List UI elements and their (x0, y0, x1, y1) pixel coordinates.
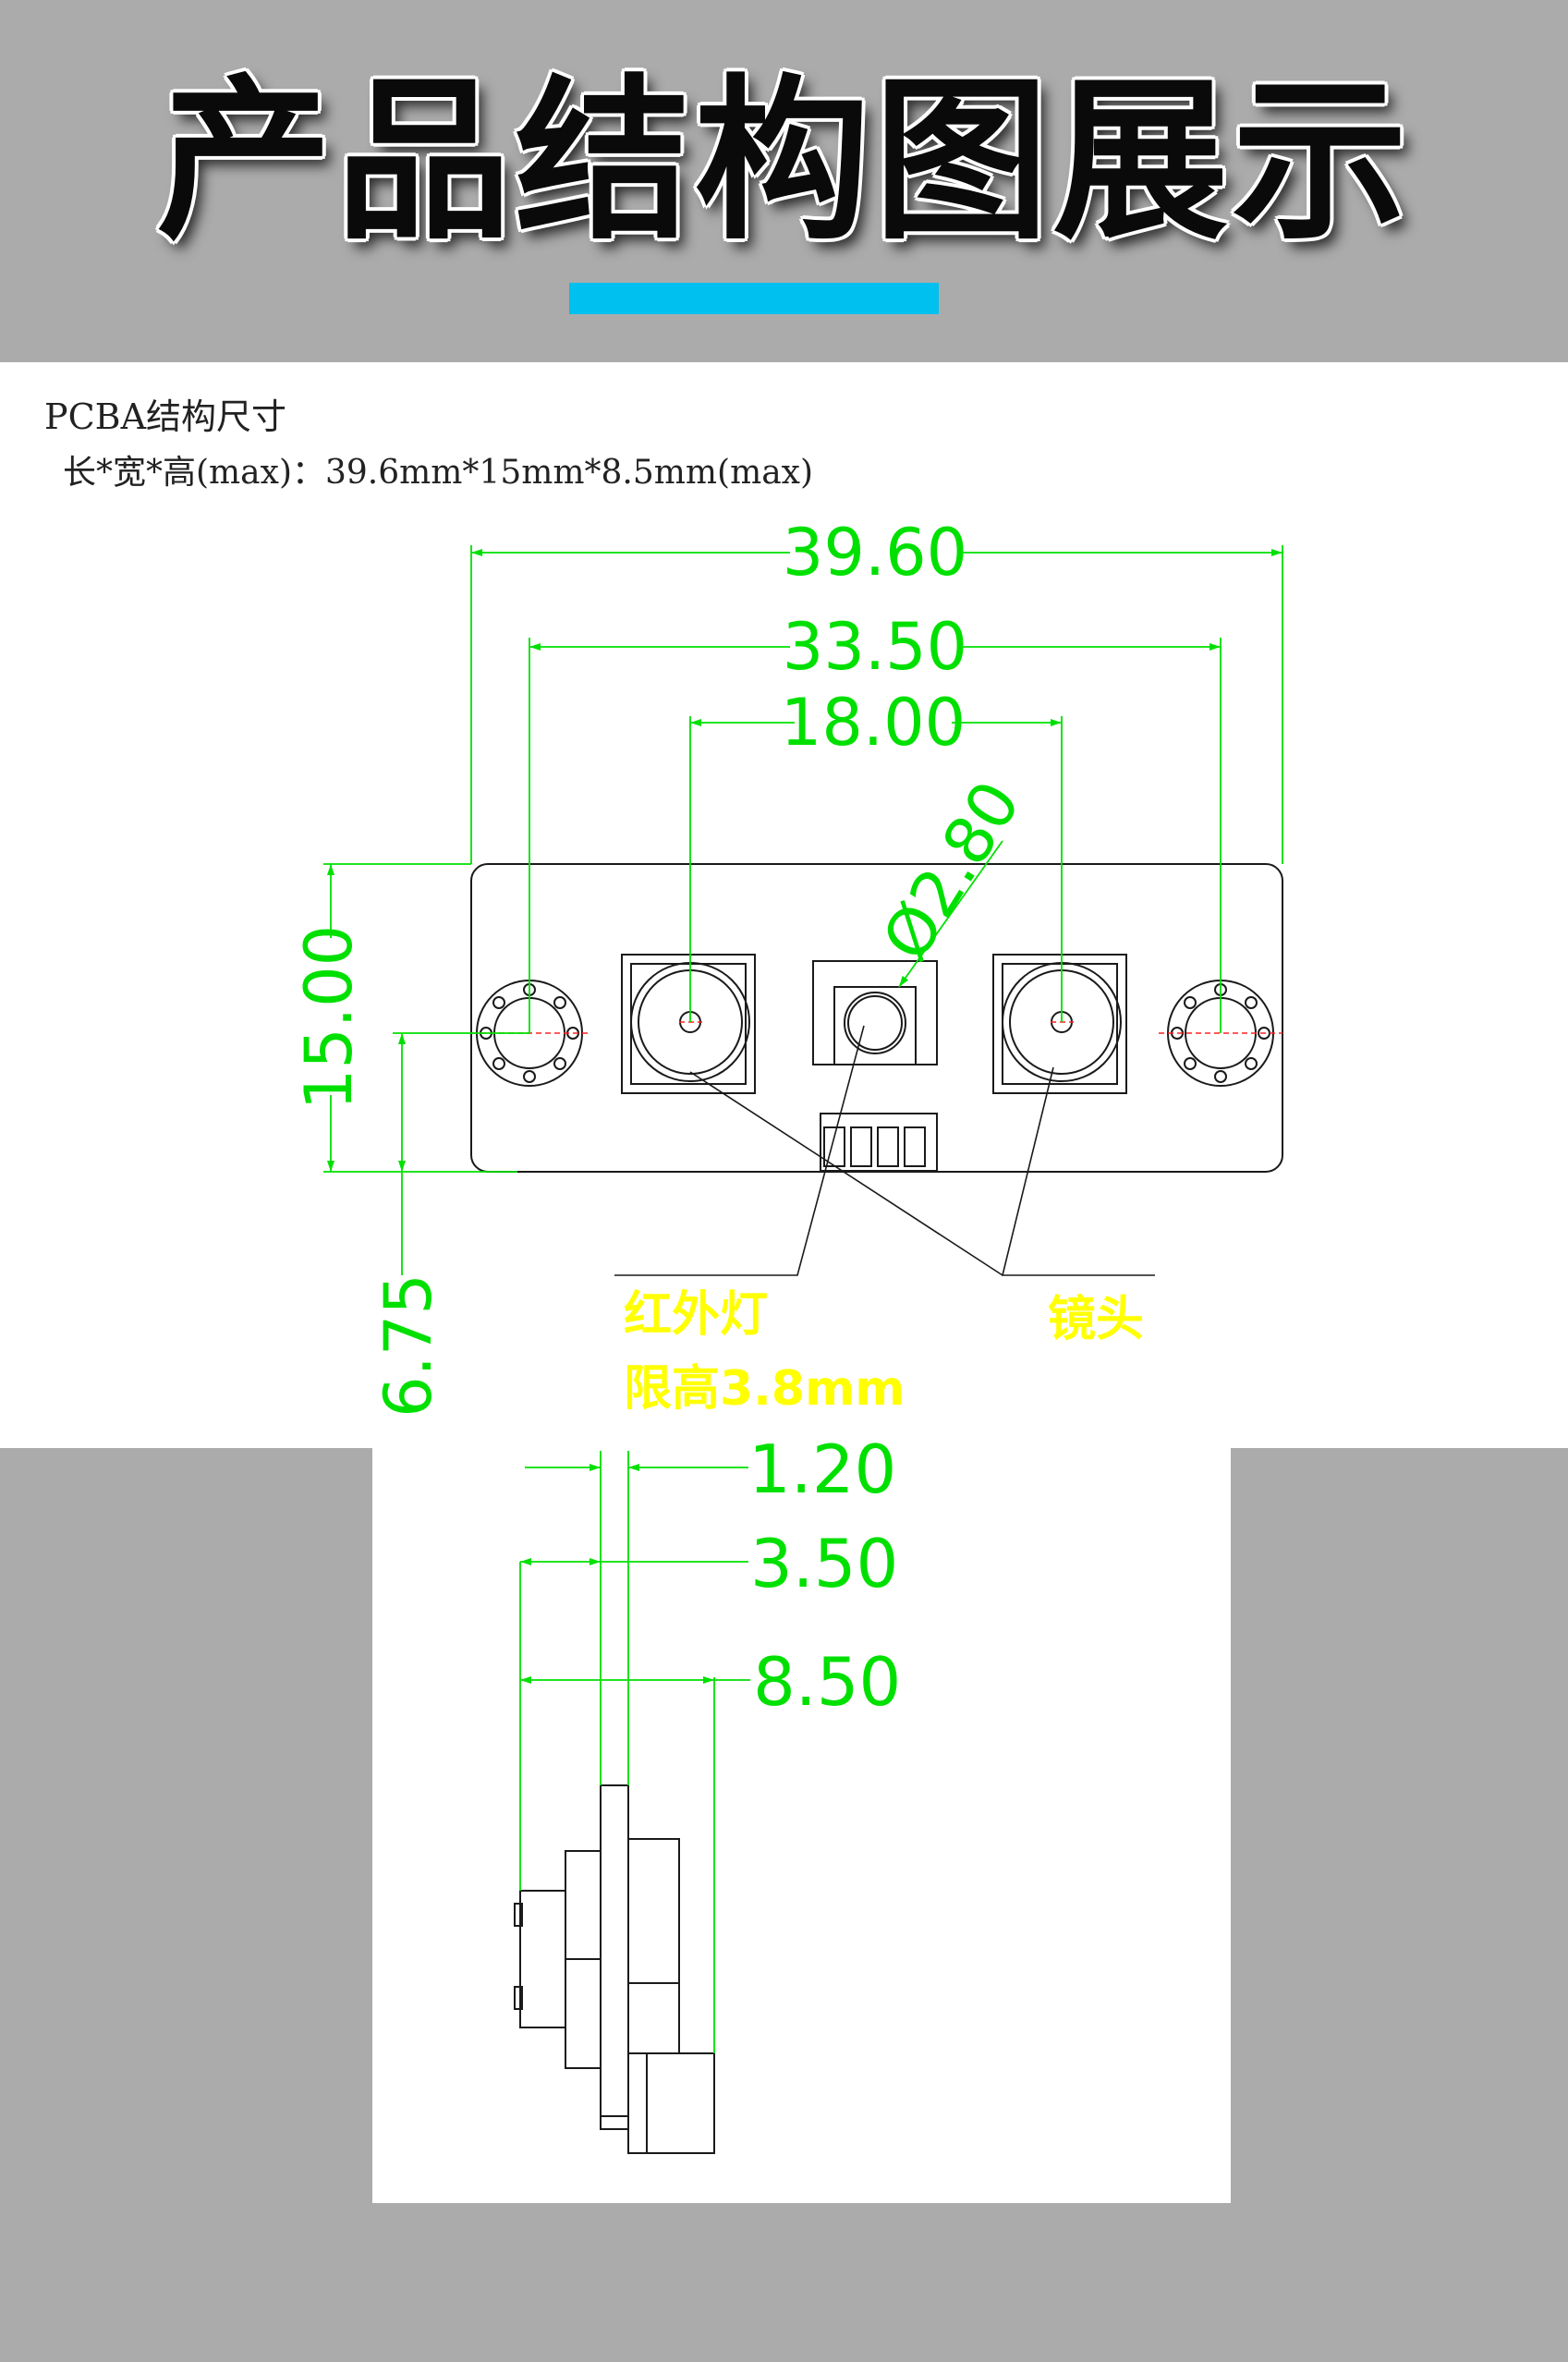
label-lens: 镜头 (1048, 1292, 1144, 1347)
ir-led (812, 960, 938, 1065)
lens-leader-line-left (689, 1071, 1003, 1276)
page-title: 产品结构图展示 (156, 59, 1412, 263)
dim-ir-diameter: Ø2.80 (868, 768, 1035, 973)
pcb-board-outline (470, 863, 1283, 1173)
lens-right (992, 954, 1127, 1094)
side-connector (627, 2052, 715, 2154)
dim-ir-depth: 3.50 (750, 1525, 898, 1602)
side-board (600, 1784, 629, 2130)
center-marks (471, 1021, 1282, 1034)
side-view (514, 1784, 715, 2154)
dim-lens-spacing: 18.00 (781, 685, 966, 761)
front-dimensions (323, 545, 1283, 1275)
front-view-panel (0, 362, 1568, 1448)
dim-height: 15.00 (291, 925, 367, 1110)
label-ir-height-limit: 限高3.8mm (624, 1361, 906, 1417)
side-dimensions (519, 1451, 750, 2053)
side-lens-body (627, 1838, 680, 1984)
side-ir-tip (519, 1890, 566, 2028)
dim-total-depth: 8.50 (753, 1643, 901, 1721)
dim-overall-width: 39.60 (783, 515, 967, 590)
label-ir-led: 红外灯 (624, 1287, 768, 1343)
spec-title: PCBA结构尺寸 (44, 396, 287, 437)
dim-board-thickness: 1.20 (748, 1431, 896, 1508)
side-ir-upper (565, 1850, 602, 1960)
connector (820, 1113, 938, 1172)
side-view-panel (372, 1448, 1231, 2203)
side-lens-base (627, 1982, 680, 2054)
lens-leader-line-right (1001, 1066, 1155, 1276)
ir-leader-line (614, 1025, 865, 1276)
dim-hole-spacing: 33.50 (783, 609, 967, 685)
spec-dimensions: 长*宽*高(max)：39.6mm*15mm*8.5mm(max) (63, 454, 814, 492)
lens-left (621, 954, 756, 1094)
title-accent-bar (569, 283, 939, 314)
side-ir-lower (565, 1958, 602, 2069)
dim-center-height: 6.75 (371, 1273, 446, 1418)
